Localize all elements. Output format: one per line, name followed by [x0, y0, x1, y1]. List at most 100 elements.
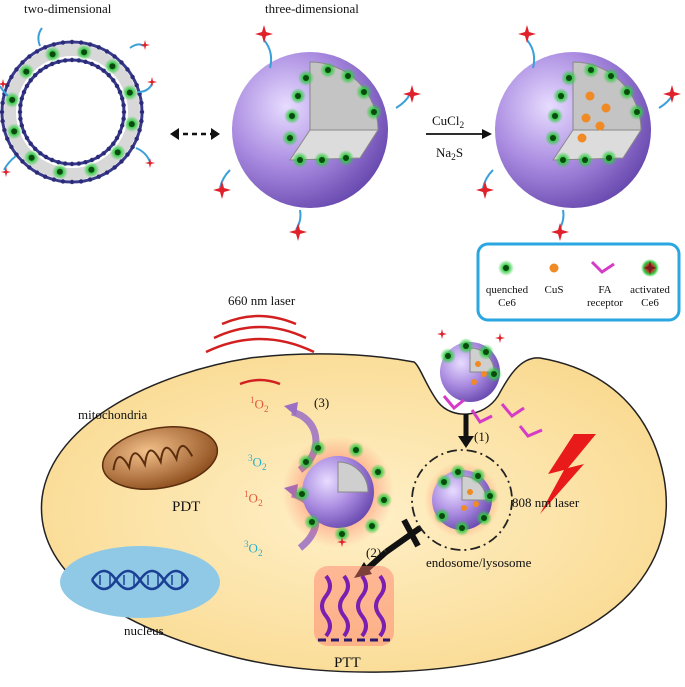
membrane-head — [49, 61, 55, 67]
membrane-head — [56, 59, 61, 64]
membrane-head — [20, 60, 25, 65]
membrane-head — [9, 74, 14, 80]
membrane-head — [69, 161, 75, 167]
legend-label-cus: CuS — [544, 284, 564, 296]
membrane-head — [43, 64, 49, 70]
ptt-heat-waves — [314, 566, 394, 646]
membrane-head — [121, 103, 126, 108]
membrane-head — [119, 159, 124, 164]
membrane-head — [104, 170, 110, 175]
ce6-molecule — [109, 144, 126, 161]
membrane-head — [43, 154, 49, 160]
legend-icon-cus — [549, 263, 559, 273]
membrane-head — [24, 135, 30, 141]
label-660-nm-laser: 660 nm laser — [228, 293, 296, 308]
label-step-3: (3) — [314, 395, 330, 410]
two-dimensional-vesicle — [0, 27, 157, 185]
equilibrium-arrow — [170, 128, 220, 140]
membrane-head — [19, 123, 24, 128]
label-singlet-oxygen-upper: 1O2 — [250, 395, 269, 415]
membrane-head — [130, 74, 135, 80]
endosome — [411, 449, 513, 551]
membrane-head — [21, 89, 27, 95]
legend-icon-fa-receptor — [590, 260, 615, 274]
label-808-nm-laser: 808 nm laser — [512, 495, 580, 510]
membrane-head — [28, 141, 33, 146]
legend-icon-activated-ce6 — [641, 259, 659, 277]
reaction-arrow — [426, 129, 492, 139]
membrane-head — [89, 157, 95, 163]
membrane-head — [69, 39, 75, 45]
membrane-head — [83, 59, 88, 64]
label-reagent-top: CuCl2 — [432, 113, 465, 131]
ce6-molecule — [51, 163, 68, 180]
membrane-head — [49, 157, 55, 163]
ce6-molecule — [44, 46, 61, 63]
membrane-head — [114, 83, 120, 89]
membrane-head — [60, 179, 66, 184]
membrane-head — [111, 141, 116, 146]
membrane-head — [5, 136, 10, 141]
membrane-head — [87, 42, 93, 47]
membrane-head — [89, 61, 95, 67]
membrane-head — [120, 96, 125, 101]
membrane-head — [119, 60, 124, 65]
mitochondria — [101, 426, 219, 490]
label-mitochondria: mitochondria — [78, 407, 148, 422]
label-triplet-oxygen-upper: 3O2 — [248, 453, 267, 473]
membrane-head — [14, 67, 19, 72]
label-two-dimensional: two-dimensional — [24, 1, 112, 16]
membrane-head — [121, 109, 127, 115]
membrane-head — [18, 103, 23, 108]
membrane-head — [9, 144, 14, 150]
membrane-head — [0, 118, 5, 124]
membrane-head — [0, 100, 5, 106]
label-singlet-oxygen-lower: 1O2 — [244, 489, 263, 509]
ce6-molecule — [6, 123, 23, 140]
membrane-head — [20, 159, 25, 164]
membrane-head — [21, 129, 27, 135]
membrane-head — [96, 45, 102, 50]
membrane-head — [117, 89, 123, 95]
label-triplet-oxygen-lower: 3O2 — [244, 539, 263, 559]
membrane-head — [43, 174, 48, 179]
membrane-head — [130, 144, 135, 150]
label-step-2: (2) — [366, 545, 382, 560]
membrane-head — [137, 127, 142, 133]
label-ptt: PTT — [334, 655, 361, 671]
laser-660-arcs — [205, 314, 315, 386]
membrane-head — [62, 161, 68, 166]
membrane-head — [27, 165, 32, 170]
membrane-head — [0, 109, 5, 115]
membrane-head — [2, 127, 7, 133]
membrane-head — [17, 109, 23, 115]
membrane-head — [33, 146, 38, 151]
ce6-molecule — [104, 58, 121, 75]
membrane-head — [51, 177, 57, 182]
membrane-head — [18, 116, 23, 122]
membrane-head — [33, 73, 38, 78]
membrane-head — [51, 42, 57, 47]
cus-loaded-nanoparticle — [476, 25, 681, 241]
membrane-head — [38, 151, 43, 156]
membrane-head — [43, 45, 48, 50]
label-pdt: PDT — [172, 499, 201, 515]
membrane-head — [69, 179, 75, 185]
label-three-dimensional: three-dimensional — [265, 1, 359, 16]
membrane-head — [120, 123, 125, 128]
membrane-head — [24, 83, 30, 89]
membrane-head — [101, 151, 106, 156]
membrane-head — [34, 49, 40, 54]
membrane-head — [56, 160, 61, 165]
membrane-head — [62, 58, 68, 63]
membrane-head — [101, 68, 106, 73]
ce6-molecule — [83, 161, 100, 178]
step-2-arrow — [354, 518, 422, 578]
membrane-head — [95, 154, 101, 160]
ce6-molecule — [123, 116, 140, 133]
membrane-head — [34, 170, 40, 175]
